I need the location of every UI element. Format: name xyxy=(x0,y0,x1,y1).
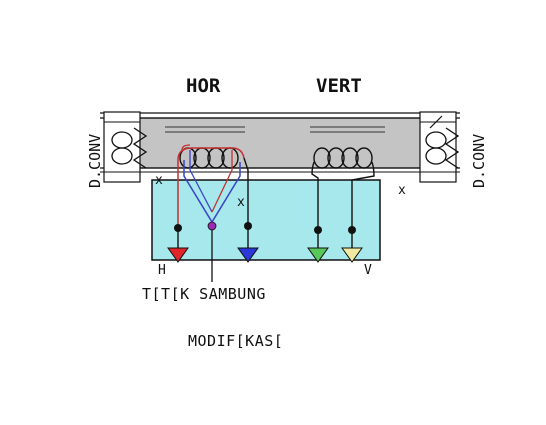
horizontal-red-wire xyxy=(177,147,245,230)
vert-label: VERT xyxy=(316,75,362,97)
right-convergence-coil xyxy=(419,111,460,183)
yoke-body xyxy=(135,117,435,169)
modifikasi-label: MODIF[KAS[ xyxy=(188,332,283,350)
h-label: H xyxy=(158,263,166,278)
vertical-coil xyxy=(311,147,375,232)
hor-label: HOR xyxy=(186,75,221,97)
terminal-vert-2 xyxy=(341,226,363,263)
d-conv-left-label: D.CONV xyxy=(86,134,104,188)
left-convergence-coil xyxy=(103,111,148,183)
yoke-band xyxy=(100,112,460,173)
terminal-center xyxy=(237,222,259,263)
x-right-label: x xyxy=(398,183,406,198)
terminal-h xyxy=(167,224,189,263)
terminal-board xyxy=(151,179,381,261)
d-conv-right-label: D.CONV xyxy=(470,134,488,188)
horizontal-coil xyxy=(177,144,249,230)
terminal-vert-1 xyxy=(307,226,329,263)
v-label: V xyxy=(364,263,372,278)
x-mid-label: x xyxy=(237,195,245,210)
titik-sambung-label: T[T[K SAMBUNG xyxy=(142,285,266,303)
x-left-label: x xyxy=(155,173,163,188)
joint-point xyxy=(207,221,217,282)
